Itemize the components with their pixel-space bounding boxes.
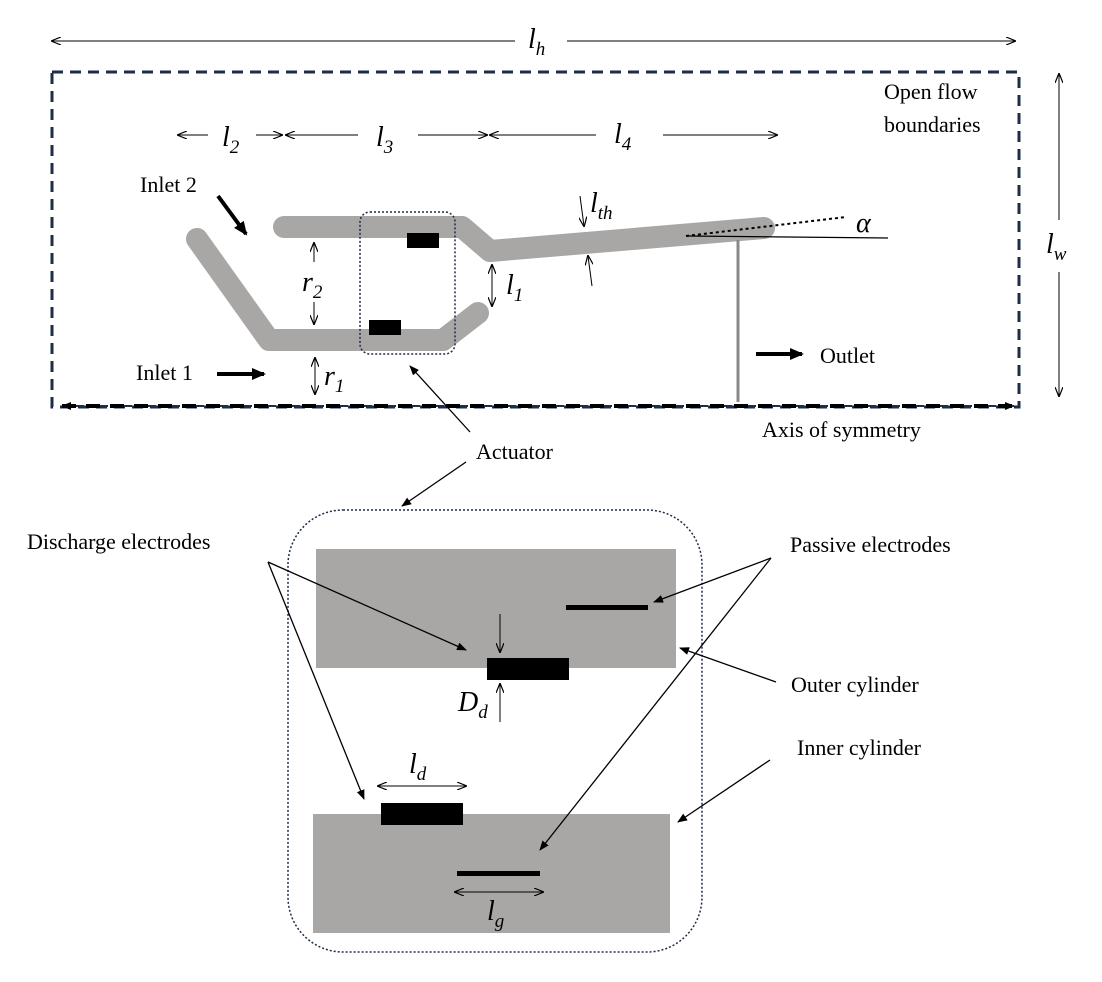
- inlet-1-label: Inlet 1: [136, 360, 193, 385]
- lower-wall: [186, 228, 489, 351]
- l3-label: l3: [376, 122, 393, 158]
- r1-dimension: r1: [315, 358, 344, 397]
- lh-dimension: lh: [52, 24, 1015, 60]
- lw-dimension: lw: [1046, 74, 1067, 396]
- lth-dimension: lth: [580, 188, 613, 287]
- passive-arrow-inner: [539, 557, 772, 851]
- upper-wall: [273, 216, 775, 262]
- ld-label: ld: [409, 749, 427, 785]
- lth-label: lth: [590, 188, 613, 224]
- dd-label: Dd: [457, 687, 488, 723]
- open-flow-label-line2: boundaries: [884, 112, 981, 137]
- ld-dimension: ld: [378, 749, 466, 786]
- upper-electrode: [407, 233, 439, 248]
- alpha-label: α: [856, 208, 872, 239]
- r2-dimension: r2: [302, 243, 323, 324]
- outlet-label: Outlet: [820, 343, 875, 368]
- dd-dimension: Dd: [457, 614, 500, 723]
- lg-label: lg: [487, 896, 504, 932]
- passive-arrow-outer: [653, 557, 772, 603]
- l1-dimension: l1: [492, 265, 523, 306]
- actuator-region: [359, 211, 456, 355]
- actuator-detail-frame: [287, 509, 703, 953]
- l4-label: l4: [614, 119, 632, 155]
- actuator-label: Actuator: [476, 439, 554, 464]
- lh-label: lh: [528, 24, 545, 60]
- outer-discharge-electrode: [487, 658, 569, 680]
- inner-passive-electrode: [457, 871, 540, 876]
- inner-cylinder-label: Inner cylinder: [797, 735, 922, 760]
- axis-of-symmetry: Axis of symmetry: [61, 402, 1015, 442]
- inlet-2-arrow: [216, 194, 248, 236]
- outer-cylinder-arrow: [679, 647, 777, 683]
- lg-dimension: lg: [455, 892, 543, 932]
- open-flow-label-line1: Open flow: [884, 79, 978, 104]
- passive-electrodes-label: Passive electrodes: [790, 532, 951, 557]
- lw-label: lw: [1046, 229, 1067, 265]
- inlet-2-label: Inlet 2: [140, 172, 197, 197]
- outer-passive-electrode: [566, 605, 648, 610]
- r1-label: r1: [324, 361, 344, 397]
- alpha-angle: α: [685, 208, 889, 239]
- actuator-arrow-down: [401, 461, 467, 507]
- ejector-body: [186, 216, 775, 351]
- outer-cylinder-label: Outer cylinder: [791, 672, 919, 697]
- l2-label: l2: [222, 122, 240, 158]
- l1-label: l1: [506, 270, 523, 306]
- discharge-arrow-outer: [267, 561, 467, 651]
- axis-label: Axis of symmetry: [762, 417, 921, 442]
- actuator-arrow-up: [409, 365, 471, 433]
- discharge-arrow-inner: [267, 561, 365, 800]
- r2-label: r2: [302, 267, 323, 303]
- inner-cylinder-arrow: [677, 759, 771, 823]
- discharge-electrodes-label: Discharge electrodes: [27, 529, 210, 554]
- section-dimensions: l2 l3 l4: [178, 119, 777, 158]
- lower-electrode: [369, 320, 401, 335]
- inner-discharge-electrode: [381, 803, 463, 825]
